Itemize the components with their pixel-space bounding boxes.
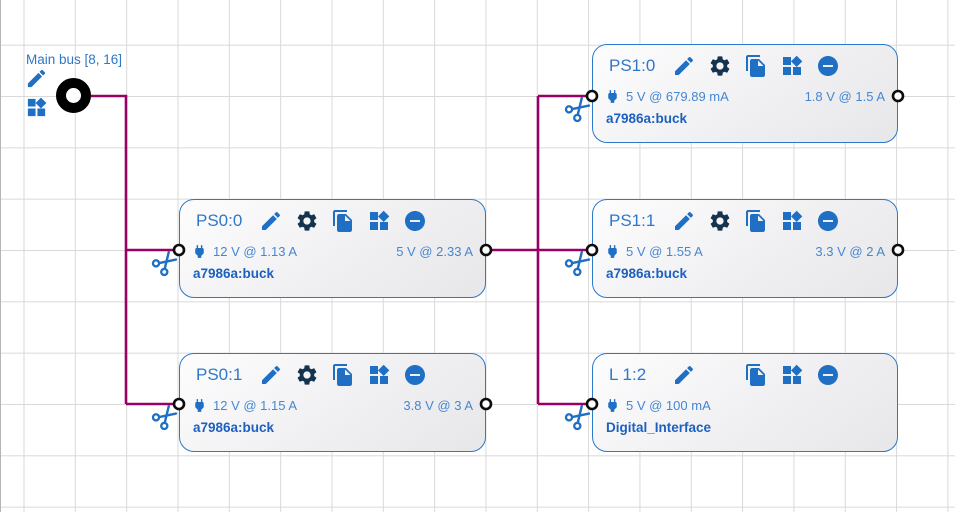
- widgets-icon[interactable]: [779, 53, 805, 79]
- input-rating-text: 12 V @ 1.15 A: [213, 397, 298, 413]
- edit-icon[interactable]: [671, 53, 697, 79]
- node-l1-2[interactable]: L 1:2 5 V @ 100 mA Digital_Interface: [592, 353, 898, 452]
- widgets-icon[interactable]: [366, 208, 392, 234]
- node-header: PS0:1: [196, 361, 477, 389]
- widgets-icon[interactable]: [779, 362, 805, 388]
- edit-icon[interactable]: [258, 362, 284, 388]
- edit-icon[interactable]: [671, 362, 697, 388]
- part-name: a7986a:buck: [606, 266, 688, 281]
- port-ps1-1-output[interactable]: [891, 243, 905, 257]
- main-bus-ring[interactable]: [56, 78, 91, 113]
- edit-icon[interactable]: [258, 208, 284, 234]
- input-rating-text: 5 V @ 679.89 mA: [626, 88, 729, 104]
- edit-icon[interactable]: [671, 208, 697, 234]
- power-plug-icon: [604, 88, 621, 105]
- part-name: a7986a:buck: [606, 111, 688, 126]
- remove-icon[interactable]: [402, 362, 428, 388]
- main-bus-edit-icon[interactable]: [25, 67, 48, 90]
- node-header: L 1:2: [609, 361, 889, 389]
- output-rating-text: 3.8 V @ 3 A: [403, 397, 473, 413]
- power-plug-icon: [604, 243, 621, 260]
- node-title: PS0:0: [196, 211, 243, 230]
- remove-icon[interactable]: [815, 362, 841, 388]
- remove-icon[interactable]: [815, 53, 841, 79]
- node-values: 12 V @ 1.13 A 5 V @ 2.33 A: [191, 238, 473, 264]
- input-rating: 5 V @ 100 mA: [604, 397, 711, 414]
- input-rating-text: 12 V @ 1.13 A: [213, 243, 298, 259]
- node-title: PS1:0: [609, 56, 656, 75]
- node-ps1-0[interactable]: PS1:0 5 V @ 679.89 mA 1.8 V @ 1.5 A a798…: [592, 44, 898, 143]
- output-rating-text: 3.3 V @ 2 A: [815, 243, 885, 259]
- duplicate-icon[interactable]: [743, 53, 769, 79]
- part-name: a7986a:buck: [193, 266, 275, 281]
- part-name: Digital_Interface: [606, 420, 712, 435]
- widgets-icon[interactable]: [366, 362, 392, 388]
- remove-icon[interactable]: [815, 208, 841, 234]
- settings-gear-icon[interactable]: [294, 208, 320, 234]
- port-ps1-0-output[interactable]: [891, 89, 905, 103]
- settings-gear-icon[interactable]: [294, 362, 320, 388]
- node-header: PS0:0: [196, 207, 477, 235]
- node-values: 5 V @ 100 mA: [604, 392, 885, 418]
- node-values: 5 V @ 679.89 mA 1.8 V @ 1.5 A: [604, 83, 885, 109]
- power-plug-icon: [191, 243, 208, 260]
- duplicate-icon[interactable]: [743, 362, 769, 388]
- node-header: PS1:0: [609, 52, 889, 80]
- output-rating-text: 1.8 V @ 1.5 A: [804, 88, 885, 104]
- duplicate-icon[interactable]: [743, 208, 769, 234]
- power-plug-icon: [604, 397, 621, 414]
- remove-icon[interactable]: [402, 208, 428, 234]
- settings-gear-icon[interactable]: [707, 53, 733, 79]
- part-name: a7986a:buck: [193, 420, 275, 435]
- main-bus-widgets-icon[interactable]: [25, 96, 48, 119]
- node-title: PS1:1: [609, 211, 656, 230]
- node-title: L 1:2: [609, 365, 647, 384]
- node-ps1-1[interactable]: PS1:1 5 V @ 1.55 A 3.3 V @ 2 A a7986a:bu…: [592, 199, 898, 298]
- input-rating-text: 5 V @ 100 mA: [626, 397, 711, 413]
- widgets-icon[interactable]: [779, 208, 805, 234]
- input-rating: 5 V @ 679.89 mA: [604, 88, 729, 105]
- input-rating: 12 V @ 1.13 A: [191, 243, 297, 260]
- node-ps0-0[interactable]: PS0:0 12 V @ 1.13 A 5 V @ 2.33 A a7986a:…: [179, 199, 486, 298]
- settings-gear-icon[interactable]: [707, 208, 733, 234]
- input-rating: 12 V @ 1.15 A: [191, 397, 297, 414]
- node-ps0-1[interactable]: PS0:1 12 V @ 1.15 A 3.8 V @ 3 A a7986a:b…: [179, 353, 486, 452]
- node-values: 5 V @ 1.55 A 3.3 V @ 2 A: [604, 238, 885, 264]
- input-rating-text: 5 V @ 1.55 A: [626, 243, 703, 259]
- main-bus-label: Main bus [8, 16]: [26, 52, 123, 67]
- duplicate-icon[interactable]: [330, 362, 356, 388]
- output-rating-text: 5 V @ 2.33 A: [396, 243, 473, 259]
- input-rating: 5 V @ 1.55 A: [604, 243, 703, 260]
- node-values: 12 V @ 1.15 A 3.8 V @ 3 A: [191, 392, 473, 418]
- power-plug-icon: [191, 397, 208, 414]
- port-ps0-0-output[interactable]: [479, 243, 493, 257]
- node-title: PS0:1: [196, 365, 243, 384]
- port-ps0-1-output[interactable]: [479, 397, 493, 411]
- duplicate-icon[interactable]: [330, 208, 356, 234]
- node-header: PS1:1: [609, 207, 889, 235]
